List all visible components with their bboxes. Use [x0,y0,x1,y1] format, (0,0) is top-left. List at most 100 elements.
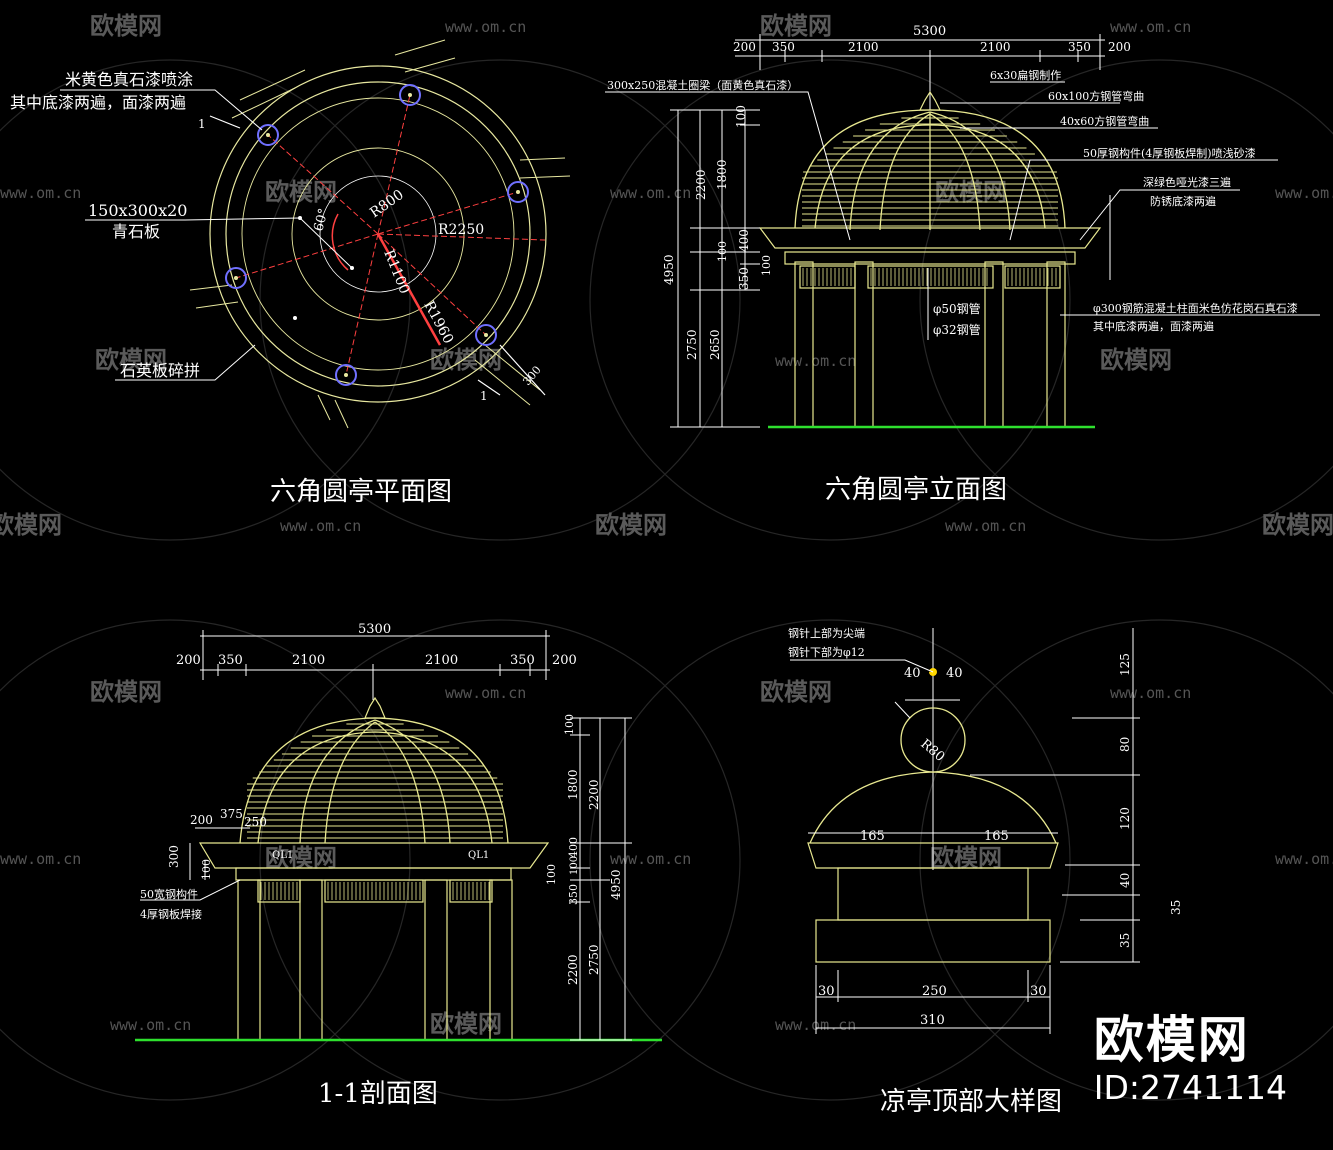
watermark-brand: 欧模网 [90,12,162,40]
section-drawing: 5300 200 350 2100 2100 350 200 [135,622,662,1109]
elev-dim: 350 [1068,40,1091,54]
sec-vdim: 100 [545,864,558,885]
watermark-brand: 欧模网 [1100,346,1172,374]
detail-vdim: 80 [1118,737,1132,752]
sec-dim-left: 300 [167,845,181,868]
elev-dim: 2100 [980,40,1011,54]
elev-vdim: 2650 [708,329,722,360]
brand-watermark: 欧模网 ID:2741114 [1094,1012,1287,1108]
elevation-drawing: 5300 200 350 2100 2100 350 200 [605,24,1320,505]
watermark-brand: 欧模网 [595,511,667,539]
sec-vdim: 100 [569,856,580,875]
elev-note-column-coats: 其中底漆两遍，面漆两遍 [1093,319,1214,333]
sec-ql: QL1 [272,850,293,861]
watermark-brand: 欧模网 [1262,511,1333,539]
plan-title: 六角圆亭平面图 [270,477,452,507]
elev-vdim: 100 [760,255,773,276]
elev-note-beam: 300x250混凝土圈梁（面黄色真石漆） [607,78,798,92]
watermark-url: www.om.cn [445,684,526,702]
detail-note-tip: 钢针上部为尖端 [788,626,865,640]
detail-dim-165: 165 [984,829,1009,844]
sec-note-plate: 4厚钢板焊接 [140,907,202,921]
watermark-brand: 欧模网 [760,12,832,40]
detail-vdim: 120 [1118,807,1132,830]
detail-dim-bottom: 250 [922,984,947,999]
watermark-brand: 欧模网 [95,346,167,374]
watermarks: 欧模网 www.om.cn 欧模网 www.om.cn www.om.cn 欧模… [0,12,1333,1038]
brand-logo-text: 欧模网 [1093,1011,1250,1069]
elev-note-flat-steel: 6x30扁钢制作 [990,69,1061,82]
sec-dim: 200 [552,653,577,668]
watermark-url: www.om.cn [110,1016,191,1034]
sec-dim: 200 [176,653,201,668]
detail-dim-bottom: 30 [1030,984,1047,999]
elev-dim: 350 [772,40,795,54]
elev-dim-total: 5300 [913,24,946,39]
sec-vdim: 2750 [587,944,601,975]
detail-dim-40: 40 [904,666,921,681]
elev-vdim: 350 [737,267,751,290]
elev-note-column: φ300钢筋混凝土柱面米色仿花岗石真石漆 [1093,301,1298,315]
plan-cut-label: 1 [198,117,206,131]
elev-vdim: 100 [716,241,729,262]
elev-vdim: 2200 [694,169,708,200]
watermark-brand: 欧模网 [430,1010,502,1038]
plan-radius-r2250: R2250 [438,222,484,238]
plan-note-stone-size: 150x300x20 [88,201,187,220]
watermark-brand: 欧模网 [90,678,162,706]
elev-note-steel-member: 50厚钢构件(4厚钢板焊制)喷浅砂漆 [1083,146,1256,160]
watermark-url: www.om.cn [0,184,81,202]
watermark-url: www.om.cn [1275,184,1333,202]
watermark-brand: 欧模网 [265,844,337,872]
sec-vdim: 350 [567,884,580,905]
watermark-brand: 欧模网 [935,178,1007,206]
watermark-brand: 欧模网 [0,511,62,539]
elev-note-pipe50: φ50钢管 [933,301,981,316]
watermark-arcs [0,59,1333,1101]
sec-ql: QL1 [468,850,489,861]
plan-note-quartz: 石英板碎拼 [120,361,200,380]
detail-dim-bottom: 30 [818,984,835,999]
elev-dim: 2100 [848,40,879,54]
watermark-brand: 欧模网 [760,678,832,706]
watermark-url: www.om.cn [775,352,856,370]
watermark-url: www.om.cn [1110,684,1191,702]
detail-vdim: 35 [1169,900,1183,915]
detail-note-base: 钢针下部为φ12 [788,645,865,659]
elev-vdim: 100 [734,105,748,128]
sec-dim-left: 250 [244,815,267,829]
detail-drawing: 钢针上部为尖端 钢针下部为φ12 40 40 R80 165 165 30 25… [788,626,1183,1117]
sec-dim-total: 5300 [358,622,391,637]
elev-note-primer: 防锈底漆两遍 [1150,194,1216,208]
plan-note-stone: 青石板 [112,222,160,241]
elev-note-paint-green: 深绿色哑光漆三遍 [1143,175,1231,189]
sec-vdim: 2200 [566,954,580,985]
elev-dim: 200 [733,40,756,54]
elev-vdim: 2750 [685,329,699,360]
sec-dim-left: 375 [220,807,243,821]
plan-cut-label: 1 [480,389,488,403]
brand-id: ID:2741114 [1093,1068,1287,1107]
sec-note-steel: 50宽钢构件 [140,887,198,901]
sec-vdim: 4950 [609,869,623,900]
elev-note-tube-60: 60x100方钢管弯曲 [1048,89,1144,103]
detail-vdim: 125 [1118,653,1132,676]
detail-title: 凉亭顶部大样图 [880,1087,1062,1117]
elev-note-tube-40: 40x60方钢管弯曲 [1060,114,1149,128]
plan-note-paint-coats: 其中底漆两遍，面漆两遍 [10,93,186,112]
sec-vdim: 2200 [587,779,601,810]
watermark-url: www.om.cn [280,517,361,535]
watermark-url: www.om.cn [945,517,1026,535]
watermark-brand: 欧模网 [930,844,1002,872]
elev-vdim: 1800 [715,159,729,190]
detail-dim-310: 310 [920,1013,945,1028]
sec-vdim: 400 [567,837,580,858]
watermark-url: www.om.cn [610,850,691,868]
watermark-url: www.om.cn [0,850,81,868]
sec-dim: 2100 [425,653,458,668]
watermark-url: www.om.cn [610,184,691,202]
elev-vdim: 4950 [662,254,676,285]
sec-dim-left: 200 [190,813,213,827]
detail-dim-165: 165 [860,829,885,844]
watermark-url: www.om.cn [1275,850,1333,868]
